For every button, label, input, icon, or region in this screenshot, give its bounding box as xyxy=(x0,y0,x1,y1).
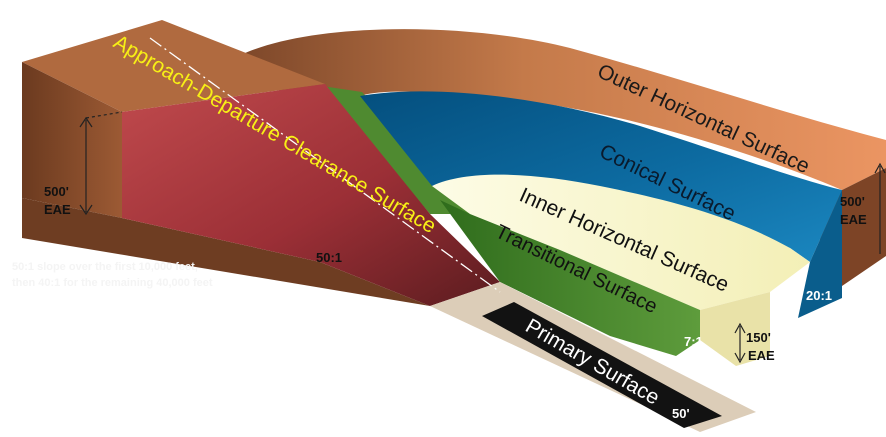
inner-height-value: 150' xyxy=(746,330,771,345)
inner-height-unit: EAE xyxy=(748,348,775,363)
conical-slope-label: 20:1 xyxy=(806,288,832,303)
inner-horizontal-end-face xyxy=(700,292,770,366)
right-height-value: 500' xyxy=(840,194,865,209)
approach-box-side xyxy=(22,62,122,218)
conical-end-face xyxy=(798,190,842,318)
inner-horizontal-surface xyxy=(432,174,810,310)
transitional-surface xyxy=(440,200,700,356)
faint-note-line-1: 50:1 slope over the first 10,000 feet, xyxy=(12,261,198,273)
approach-slope-label: 50:1 xyxy=(316,250,342,265)
inner-height-dimension xyxy=(734,322,746,364)
left-height-unit: EAE xyxy=(44,202,71,217)
approach-box-top xyxy=(22,20,325,112)
primary-surface xyxy=(482,302,722,428)
right-height-dimension xyxy=(874,162,886,254)
faint-note-line-2: then 40:1 for the remaining 40,000 feet xyxy=(12,277,213,289)
approach-departure-surface xyxy=(122,84,500,306)
outer-horizontal-surface xyxy=(228,29,886,190)
runway-centerline xyxy=(149,37,501,293)
right-height-unit: EAE xyxy=(840,212,867,227)
outer-horizontal-end-face xyxy=(842,168,886,286)
left-height-value: 500' xyxy=(44,184,69,199)
approach-box-lower xyxy=(22,198,430,306)
primary-width-label: 50' xyxy=(672,406,690,421)
left-height-dimension xyxy=(79,111,123,216)
transitional-slope-label: 7:1 xyxy=(684,334,703,349)
